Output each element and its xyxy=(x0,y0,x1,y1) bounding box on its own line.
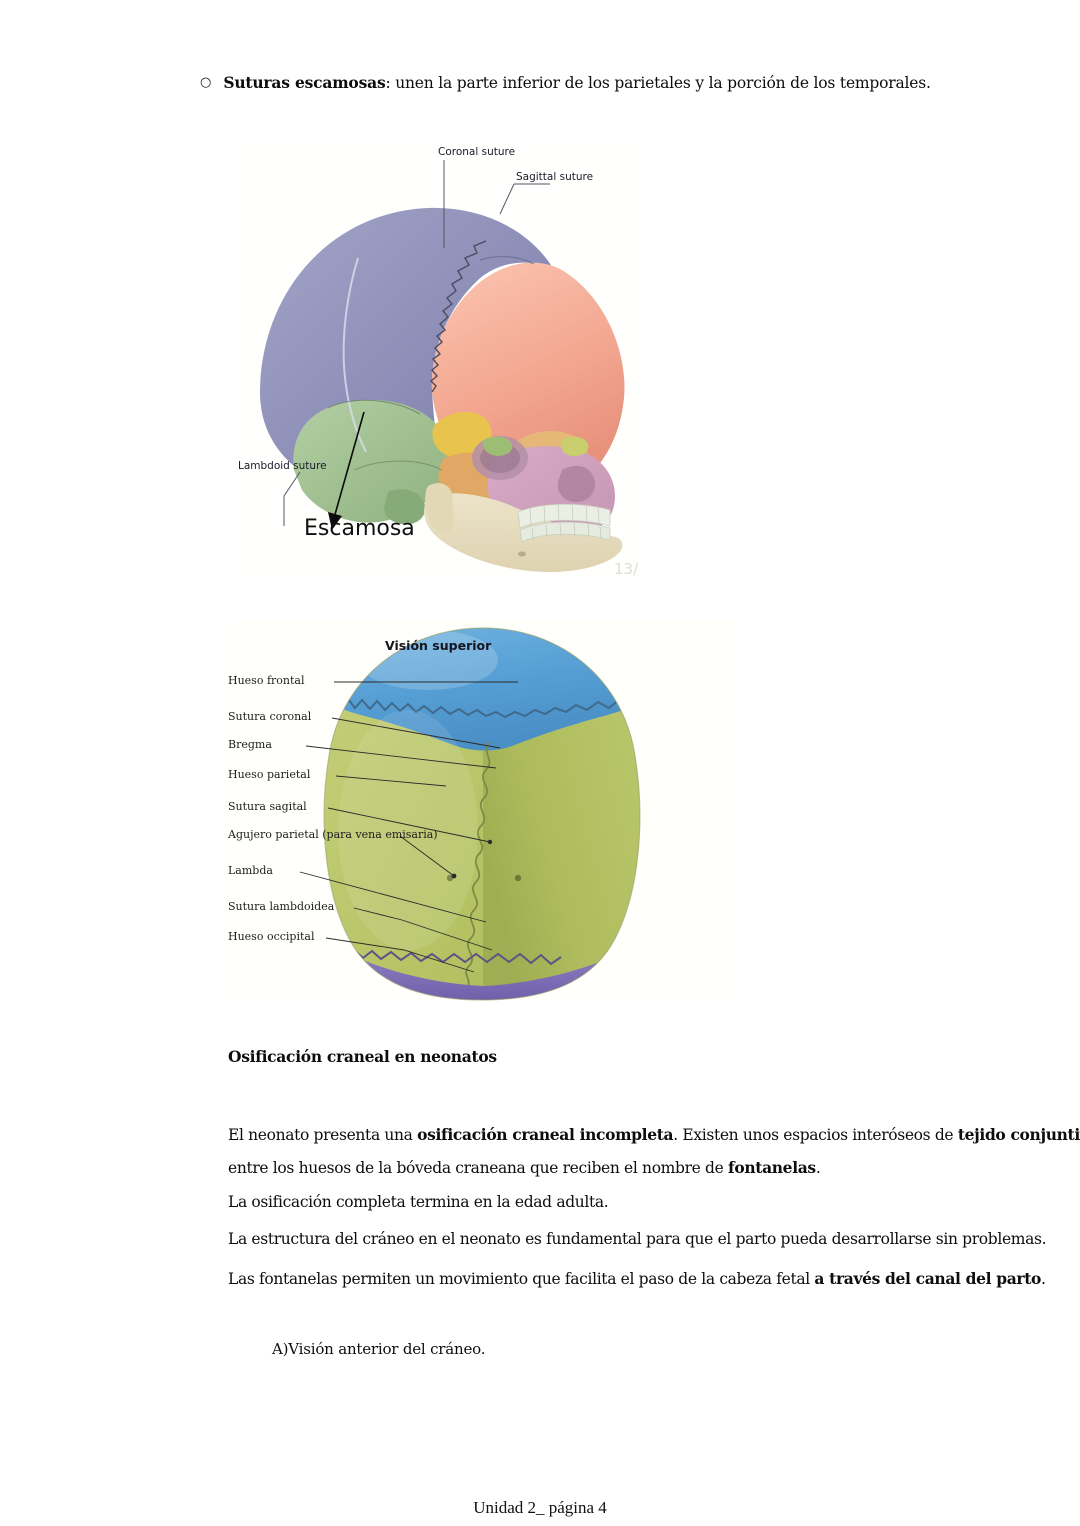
teeth-lower xyxy=(519,521,611,543)
teeth-upper xyxy=(517,502,611,529)
emphasis-text: a través del canal del parto xyxy=(814,1269,1041,1288)
emphasis-text: tejido conjuntivo xyxy=(957,1125,1080,1144)
paragraph-line-2: entre los huesos de la bóveda craneana q… xyxy=(228,1157,821,1179)
lateral-skull-figure: Coronal suture Sagittal suture Lambdoid … xyxy=(232,140,650,580)
bullet-item-suturas-escamosas: ○ Suturas escamosas: unen la parte infer… xyxy=(200,72,1000,94)
label-hueso-frontal: Hueso frontal xyxy=(228,674,305,687)
bullet-rest: : unen la parte inferior de los parietal… xyxy=(385,74,931,92)
paragraph-line-3: La osificación completa termina en la ed… xyxy=(228,1192,609,1213)
parietal-foramen-left xyxy=(446,874,454,882)
parietal-foramen-right xyxy=(514,874,522,882)
orbital-plate-right xyxy=(560,436,589,456)
label-coronal-suture: Coronal suture xyxy=(438,146,516,158)
bullet-term: Suturas escamosas xyxy=(223,73,386,92)
label-lambdoid-suture: Lambdoid suture xyxy=(238,460,327,472)
label-sutura-coronal: Sutura coronal xyxy=(228,710,312,723)
page-watermark: 13/ xyxy=(614,560,639,578)
label-bregma: Bregma xyxy=(228,738,272,751)
body-text: entre los huesos de la bóveda craneana q… xyxy=(228,1159,729,1177)
parietal-internal-suture xyxy=(342,257,367,453)
leader-lines-group xyxy=(299,681,518,973)
label-sutura-lambdoidea: Sutura lambdoidea xyxy=(228,900,335,913)
sagittal-suture-line xyxy=(479,255,535,265)
body-text: La estructura del cráneo en el neonato e… xyxy=(228,1230,1047,1248)
label-hueso-occipital: Hueso occipital xyxy=(228,930,315,943)
figure2-title: Visión superior xyxy=(385,638,492,653)
body-text: Las fontanelas permiten un movimiento qu… xyxy=(228,1270,815,1288)
escamosa-arrow-shaft xyxy=(333,411,365,519)
paragraph-line-1: El neonato presenta una osificación cran… xyxy=(228,1124,1080,1146)
label-agujero-parietal: Agujero parietal (para vena emisaria) xyxy=(228,828,438,841)
body-text: El neonato presenta una xyxy=(228,1126,418,1144)
emphasis-text: osificación craneal incompleta xyxy=(417,1125,674,1144)
skull-outline xyxy=(323,627,641,1001)
mastoid-process xyxy=(384,489,426,525)
body-text: . xyxy=(815,1159,821,1177)
leader-dot-foramen xyxy=(451,873,457,879)
bullet-item-text: Suturas escamosas: unen la parte inferio… xyxy=(223,72,931,94)
sub-item-vision-anterior: A)Visión anterior del cráneo. xyxy=(272,1340,486,1358)
orbital-plate-left xyxy=(482,436,513,456)
page-footer: Unidad 2_ página 4 xyxy=(473,1498,607,1517)
section-heading: Osificación craneal en neonatos xyxy=(228,1047,497,1066)
label-sutura-sagital: Sutura sagital xyxy=(228,800,307,813)
escamosa-arrow-head xyxy=(328,512,342,530)
coronal-suture-line xyxy=(429,240,487,393)
mental-foramen xyxy=(518,551,526,557)
body-text: La osificación completa termina en la ed… xyxy=(228,1193,609,1211)
nasal-cavity xyxy=(557,465,596,502)
superior-skull-figure: Visión superior Hueso frontal Sutura cor… xyxy=(228,620,738,1002)
superior-skull-illustration xyxy=(228,620,738,1002)
body-text: . Existen unos espacios interóseos de xyxy=(673,1126,958,1144)
label-hueso-parietal: Hueso parietal xyxy=(228,768,311,781)
leader-dot-sagittal xyxy=(487,839,493,845)
paragraph-line-5: Las fontanelas permiten un movimiento qu… xyxy=(228,1268,1046,1290)
label-sagittal-suture: Sagittal suture xyxy=(516,171,594,183)
squamous-suture-line xyxy=(353,460,443,471)
emphasis-text: fontanelas xyxy=(728,1158,816,1177)
lambdoid-suture-line xyxy=(327,399,421,415)
circle-outline-bullet-icon: ○ xyxy=(200,75,212,90)
paragraph-line-4: La estructura del cráneo en el neonato e… xyxy=(228,1229,1047,1250)
lateral-skull-illustration xyxy=(232,140,650,580)
label-escamosa: Escamosa xyxy=(304,516,415,541)
body-text: . xyxy=(1041,1270,1046,1288)
mandible-ramus xyxy=(425,483,454,533)
lambdoid-leader-line xyxy=(283,471,301,526)
label-lambda: Lambda xyxy=(228,864,273,877)
sagittal-leader-line-d xyxy=(499,183,515,215)
